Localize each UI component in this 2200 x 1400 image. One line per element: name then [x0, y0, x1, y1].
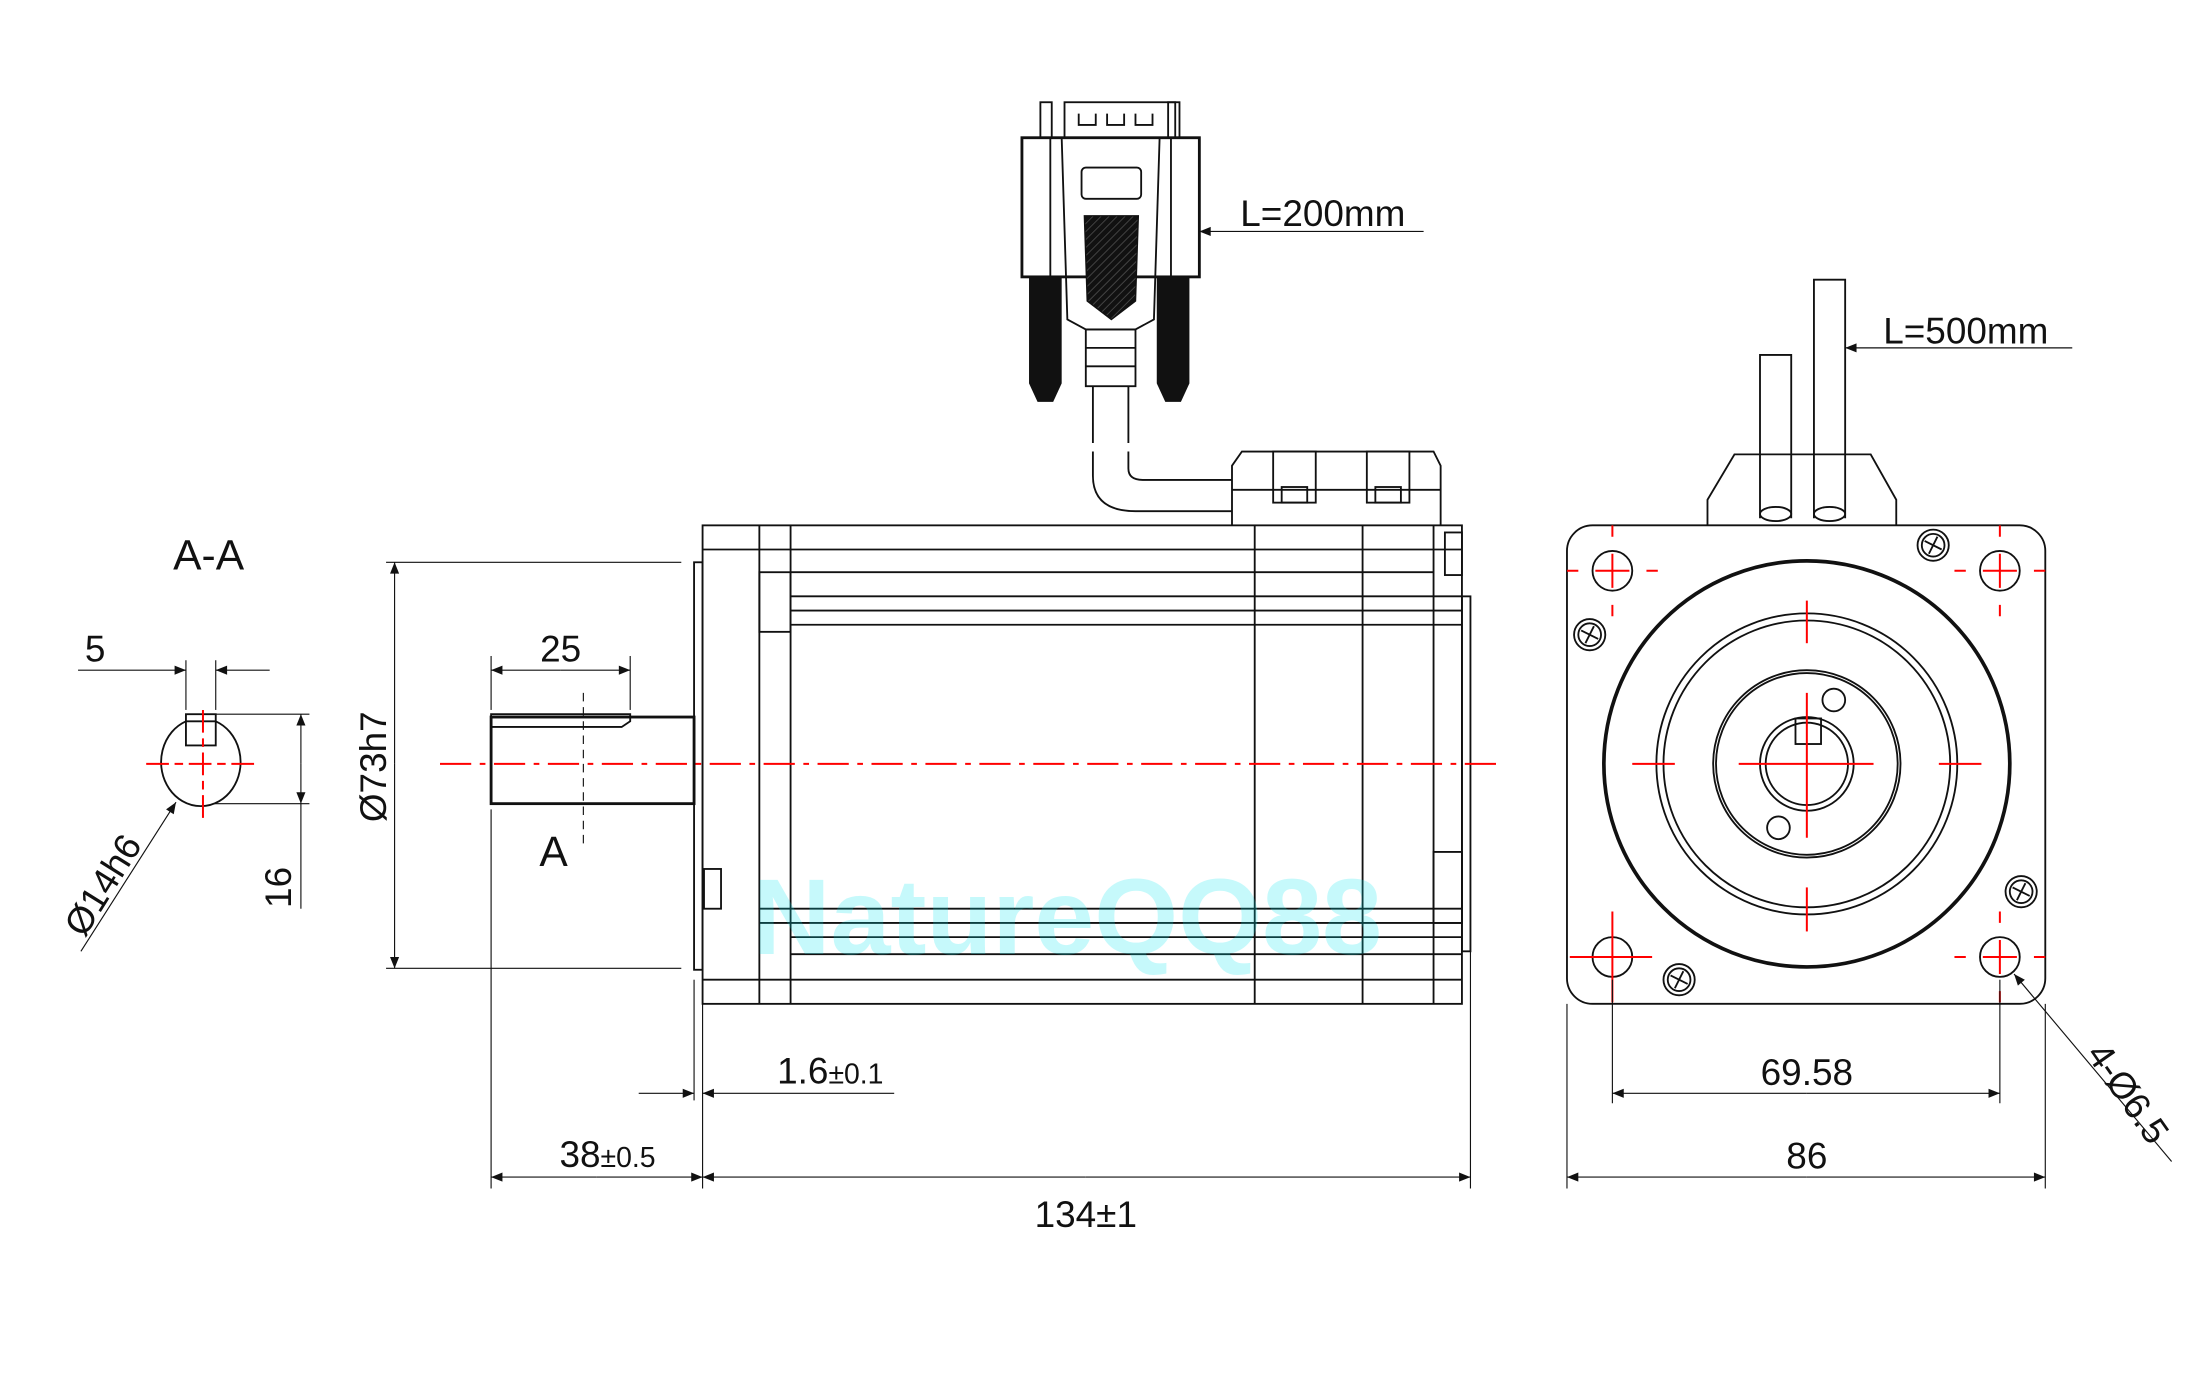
side-view: Ø73h7 A 25 L=200mm — [353, 101, 1502, 1235]
db9-connector — [1020, 101, 1201, 402]
body-length-dim: 134±1 — [1035, 1194, 1137, 1235]
shaft-length-dim: 38±0.5 — [559, 1134, 655, 1175]
section-view-a-a: A-A 5 16 Ø14h6 — [56, 531, 310, 952]
shaft-diameter-dim: Ø14h6 — [56, 827, 149, 943]
section-marker: A — [539, 828, 568, 876]
mount-hole-dim: 4-Ø6.5 — [2079, 1035, 2177, 1151]
screws — [1573, 528, 2038, 997]
flange-size-dim: 86 — [1786, 1136, 1827, 1177]
encoder-cable-length: L=200mm — [1240, 193, 1405, 234]
watermark: NatureQQ88 — [753, 856, 1382, 977]
section-label: A-A — [173, 531, 245, 579]
pilot-diameter-dim: Ø73h7 — [353, 711, 394, 822]
front-view: L=500mm 69.58 86 4-Ø6.5 — [1566, 278, 2177, 1189]
key-height-dim: 16 — [258, 867, 299, 908]
pilot-depth-dim: 1.6±0.1 — [777, 1050, 883, 1091]
key-width-dim: 5 — [85, 629, 106, 670]
power-cable-length: L=500mm — [1883, 311, 2048, 352]
bolt-circle-dim: 69.58 — [1761, 1052, 1853, 1093]
key-length-dim: 25 — [540, 629, 581, 670]
